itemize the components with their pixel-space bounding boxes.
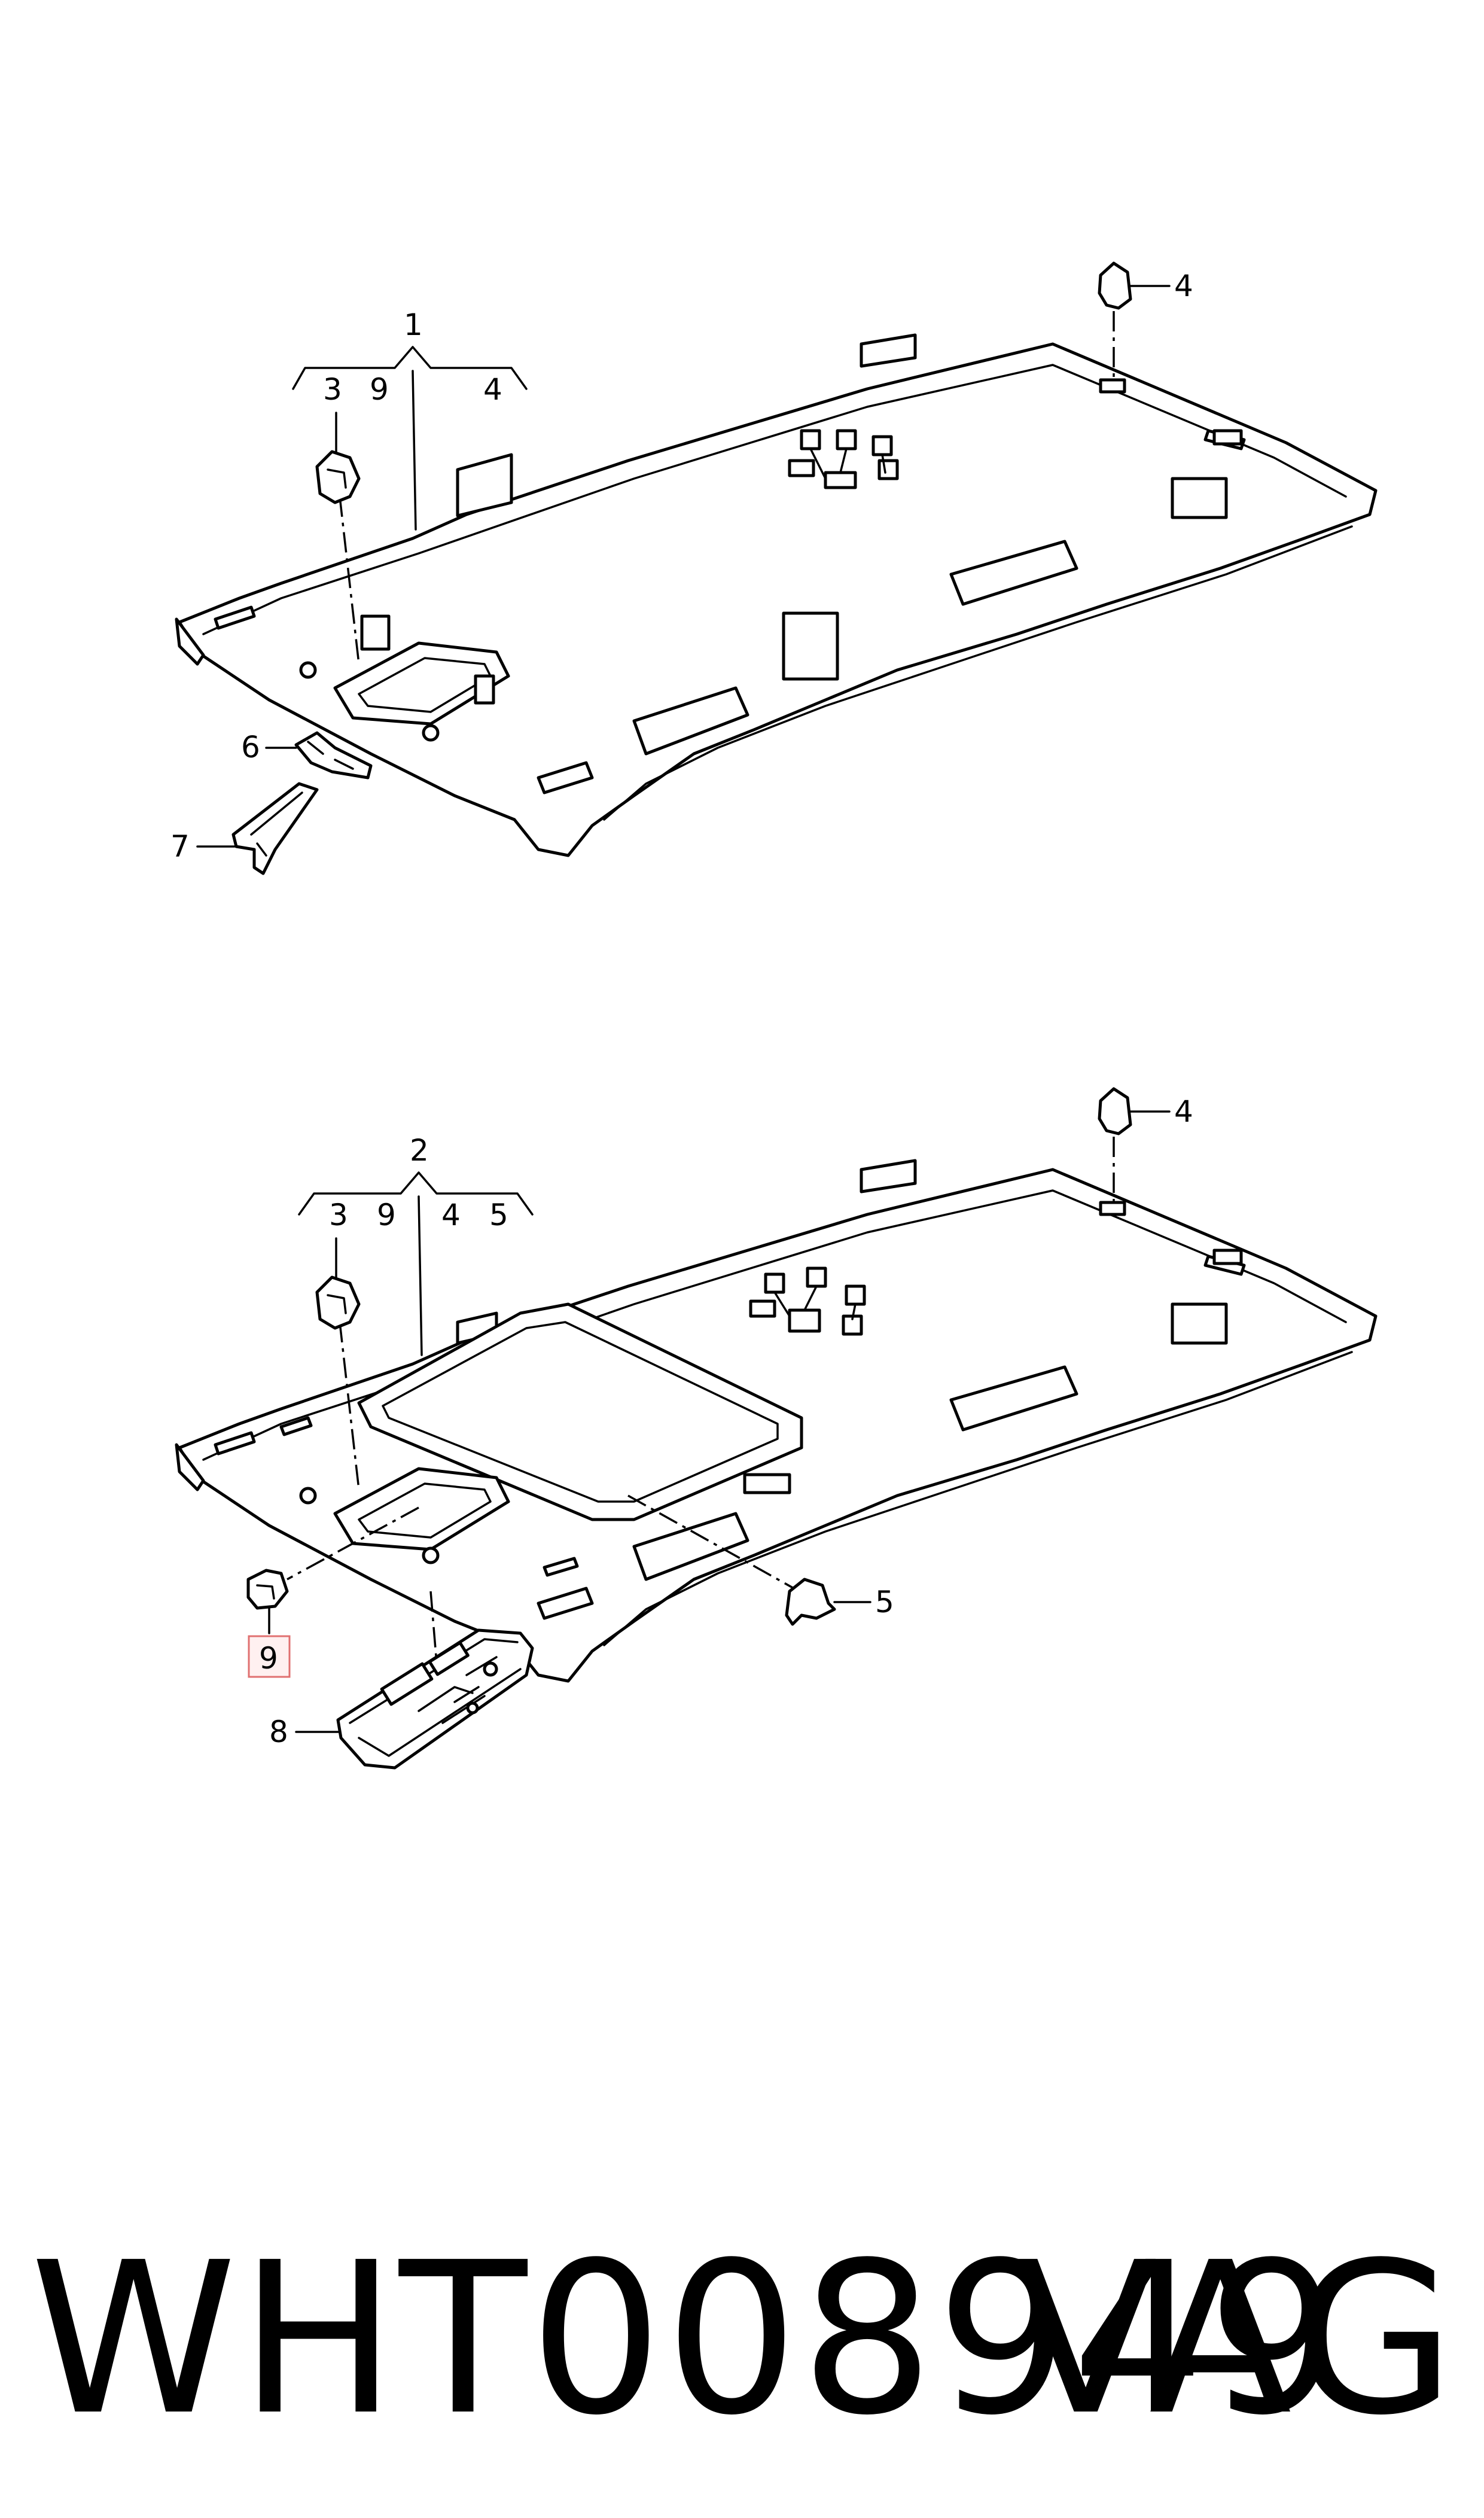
lower-sub-label-2: 9 <box>377 1198 396 1232</box>
upper-main-label: 1 <box>404 307 423 342</box>
upper-part-6-bracket <box>294 731 373 780</box>
upper-slot-left <box>214 605 256 630</box>
lower-label-8: 8 <box>269 1715 288 1749</box>
lower-handle-recess-3 <box>537 1587 594 1620</box>
footer: WHT008949 VAG <box>0 2213 1484 2465</box>
lower-top-tab <box>860 1159 917 1193</box>
lower-connector-cluster <box>749 1266 866 1336</box>
upper-left-tab <box>456 453 513 517</box>
lower-label-clip-5: 5 <box>875 1585 894 1619</box>
upper-headliner-assembly: 4 1 3 9 4 6 7 <box>170 261 1378 875</box>
upper-block-left <box>360 614 391 651</box>
lower-part-8-console <box>336 1628 534 1770</box>
upper-clip-seat <box>1099 378 1126 394</box>
lower-sub-label-3: 4 <box>441 1198 461 1232</box>
upper-sub-label-3: 4 <box>483 372 502 407</box>
lower-handle-recess-2 <box>949 1365 1078 1432</box>
upper-clip-4 <box>1098 261 1132 310</box>
upper-sub-label-1: 3 <box>323 372 342 407</box>
part-number: WHT008949 <box>30 2217 1343 2461</box>
upper-headliner-panel <box>178 342 1378 857</box>
lower-tag <box>1212 1249 1243 1265</box>
lower-label-clip-9: 9 <box>259 1641 278 1676</box>
lower-main-label: 2 <box>410 1133 429 1168</box>
upper-top-tab <box>860 333 917 368</box>
lower-slot-mid <box>543 1557 579 1577</box>
lower-slot-left <box>214 1431 256 1456</box>
lower-sunroof-inner <box>382 1321 779 1503</box>
lower-block-right <box>1171 1302 1228 1345</box>
upper-clip-3 <box>315 450 361 504</box>
lower-block-center <box>743 1473 791 1494</box>
upper-label-clip-4: 4 <box>1174 269 1193 303</box>
lower-clip-seat <box>1099 1201 1126 1216</box>
upper-label-bracket: 1 3 9 4 <box>292 307 528 531</box>
lower-label-bracket: 2 3 9 4 5 <box>298 1133 534 1356</box>
upper-mount-hole-left <box>299 661 317 679</box>
upper-headliner-edge <box>603 525 1353 821</box>
lower-label-clip-4: 4 <box>1174 1094 1193 1129</box>
lower-sub-label-1: 3 <box>329 1198 348 1232</box>
upper-part-7-trim <box>231 782 319 875</box>
upper-connector-cluster <box>788 429 899 489</box>
upper-handle-recess-2 <box>949 540 1078 606</box>
upper-block-right <box>1171 477 1228 519</box>
lower-clip-9 <box>246 1569 289 1610</box>
lower-left-flange <box>175 1443 205 1491</box>
lower-slot-left-2 <box>279 1416 313 1436</box>
lower-clip-3 <box>315 1275 361 1330</box>
lower-clip-4 <box>1098 1087 1132 1135</box>
upper-label-7: 7 <box>170 829 190 864</box>
lower-mount-hole-mid <box>422 1546 440 1564</box>
lower-headliner-edge <box>603 1351 1353 1646</box>
lower-highlight-box-9 <box>248 1635 291 1678</box>
upper-block-mid <box>474 674 495 705</box>
brand-name: VAG <box>1014 2217 1460 2461</box>
lower-headliner-assembly: 4 2 3 9 4 5 5 9 <box>175 1087 1378 1770</box>
upper-left-flange <box>175 617 205 666</box>
lower-sub-label-4: 5 <box>489 1198 508 1232</box>
lower-clip-5 <box>785 1578 836 1626</box>
upper-block-center <box>782 611 839 681</box>
upper-label-6: 6 <box>241 730 260 765</box>
lower-handle-recess-1 <box>632 1512 749 1581</box>
upper-sub-label-2: 9 <box>370 372 389 407</box>
upper-console-recess <box>333 641 510 726</box>
lower-dashline-clip9 <box>287 1506 419 1581</box>
upper-mount-hole-mid <box>422 724 440 742</box>
upper-handle-recess-1 <box>632 686 749 756</box>
upper-tag <box>1212 429 1243 446</box>
upper-handle-recess-3 <box>537 761 594 794</box>
lower-mount-hole-left <box>299 1487 317 1505</box>
lower-dashline-clip5 <box>627 1494 805 1596</box>
upper-dashline-clip3 <box>339 496 360 665</box>
lower-dashline-clip3 <box>339 1322 360 1490</box>
